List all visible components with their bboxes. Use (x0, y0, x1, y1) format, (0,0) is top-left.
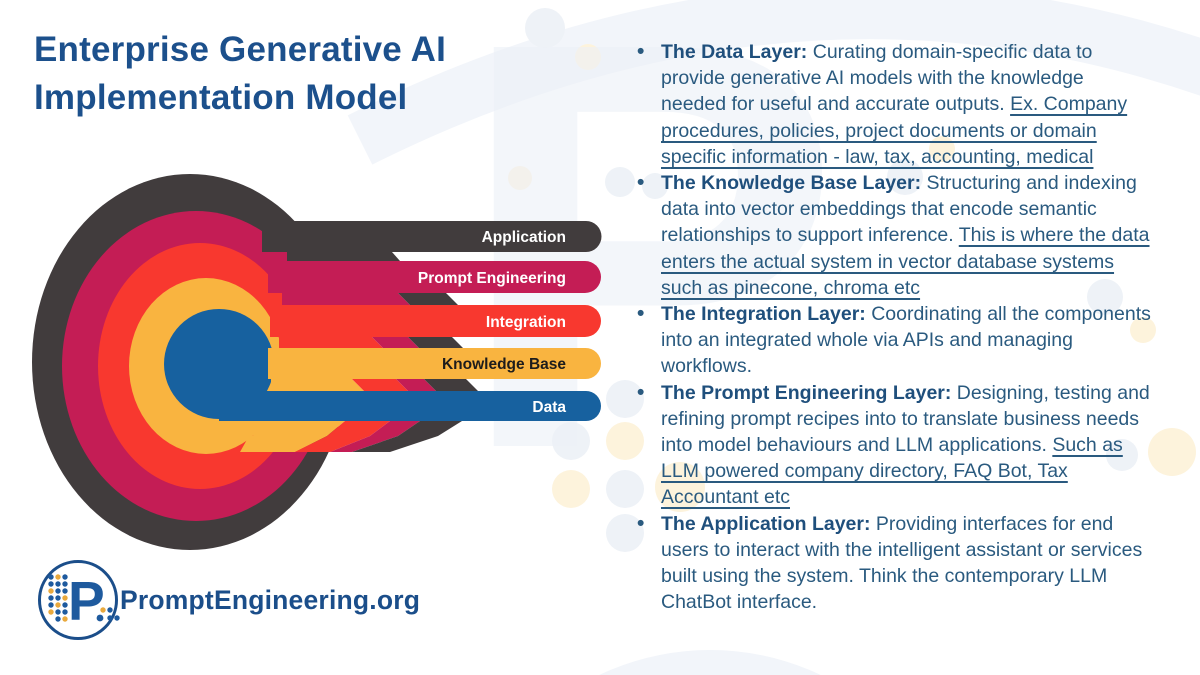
top-swoosh (347, 0, 1200, 165)
layer-descriptions: The Data Layer: Curating domain-specific… (637, 39, 1153, 615)
bullet-heading: The Prompt Engineering Layer: (661, 381, 952, 404)
bar-label-application: Application (482, 229, 566, 246)
bullet-heading: The Data Layer: (661, 41, 808, 63)
bar-label-integration: Integration (486, 314, 566, 331)
bullet-underlined-note: This is where the data enters the actual… (661, 224, 1150, 299)
logo-dot-matrix (48, 574, 120, 622)
bullet-heading: The Application Layer: (661, 512, 871, 535)
bullet-body: Providing interfaces for end users to in… (661, 512, 1143, 614)
logo-wordmark: PromptEngineering.org (120, 585, 421, 615)
watermark-dots (508, 8, 1196, 552)
promptengineering-logo-icon: P (38, 560, 120, 640)
bullet-body: Coordinating all the components into an … (661, 303, 1151, 378)
page-title-line1: Enterprise Generative AI (34, 30, 446, 69)
list-item: The Application Layer: Providing interfa… (637, 511, 1153, 616)
list-item: The Knowledge Base Layer: Structuring an… (637, 170, 1153, 301)
bar-label-data: Data (532, 399, 566, 416)
page-title-line2: Implementation Model (34, 78, 408, 117)
list-item: The Integration Layer: Coordinating all … (637, 301, 1153, 380)
bar-data (219, 391, 601, 421)
bar-application (262, 221, 602, 252)
bullet-body: Designing, testing and refining prompt r… (661, 381, 1150, 457)
bullet-underlined-note: Such as LLM powered company directory, F… (661, 434, 1123, 509)
bar-integration (270, 305, 601, 337)
bullet-body: Curating domain-specific data to provide… (661, 41, 1093, 116)
bar-label-prompt-engineering: Prompt Engineering (418, 270, 566, 287)
logo-monogram: P (68, 570, 105, 632)
bar-label-knowledge-base: Knowledge Base (442, 356, 566, 373)
bullet-heading: The Integration Layer: (661, 303, 866, 326)
list-item: The Data Layer: Curating domain-specific… (637, 39, 1153, 170)
page-title: Enterprise Generative AI Implementation … (34, 26, 446, 122)
list-item: The Prompt Engineering Layer: Designing,… (637, 380, 1153, 511)
bar-knowledge-base (268, 348, 601, 379)
bullet-body: Structuring and indexing data into vecto… (661, 172, 1137, 247)
bullet-underlined-note: Ex. Company procedures, policies, projec… (661, 93, 1128, 168)
bullet-heading: The Knowledge Base Layer: (661, 172, 922, 195)
bottom-arc (599, 650, 821, 675)
ring-sweep-fragments (240, 252, 478, 452)
bar-prompt-engineering (268, 261, 601, 293)
